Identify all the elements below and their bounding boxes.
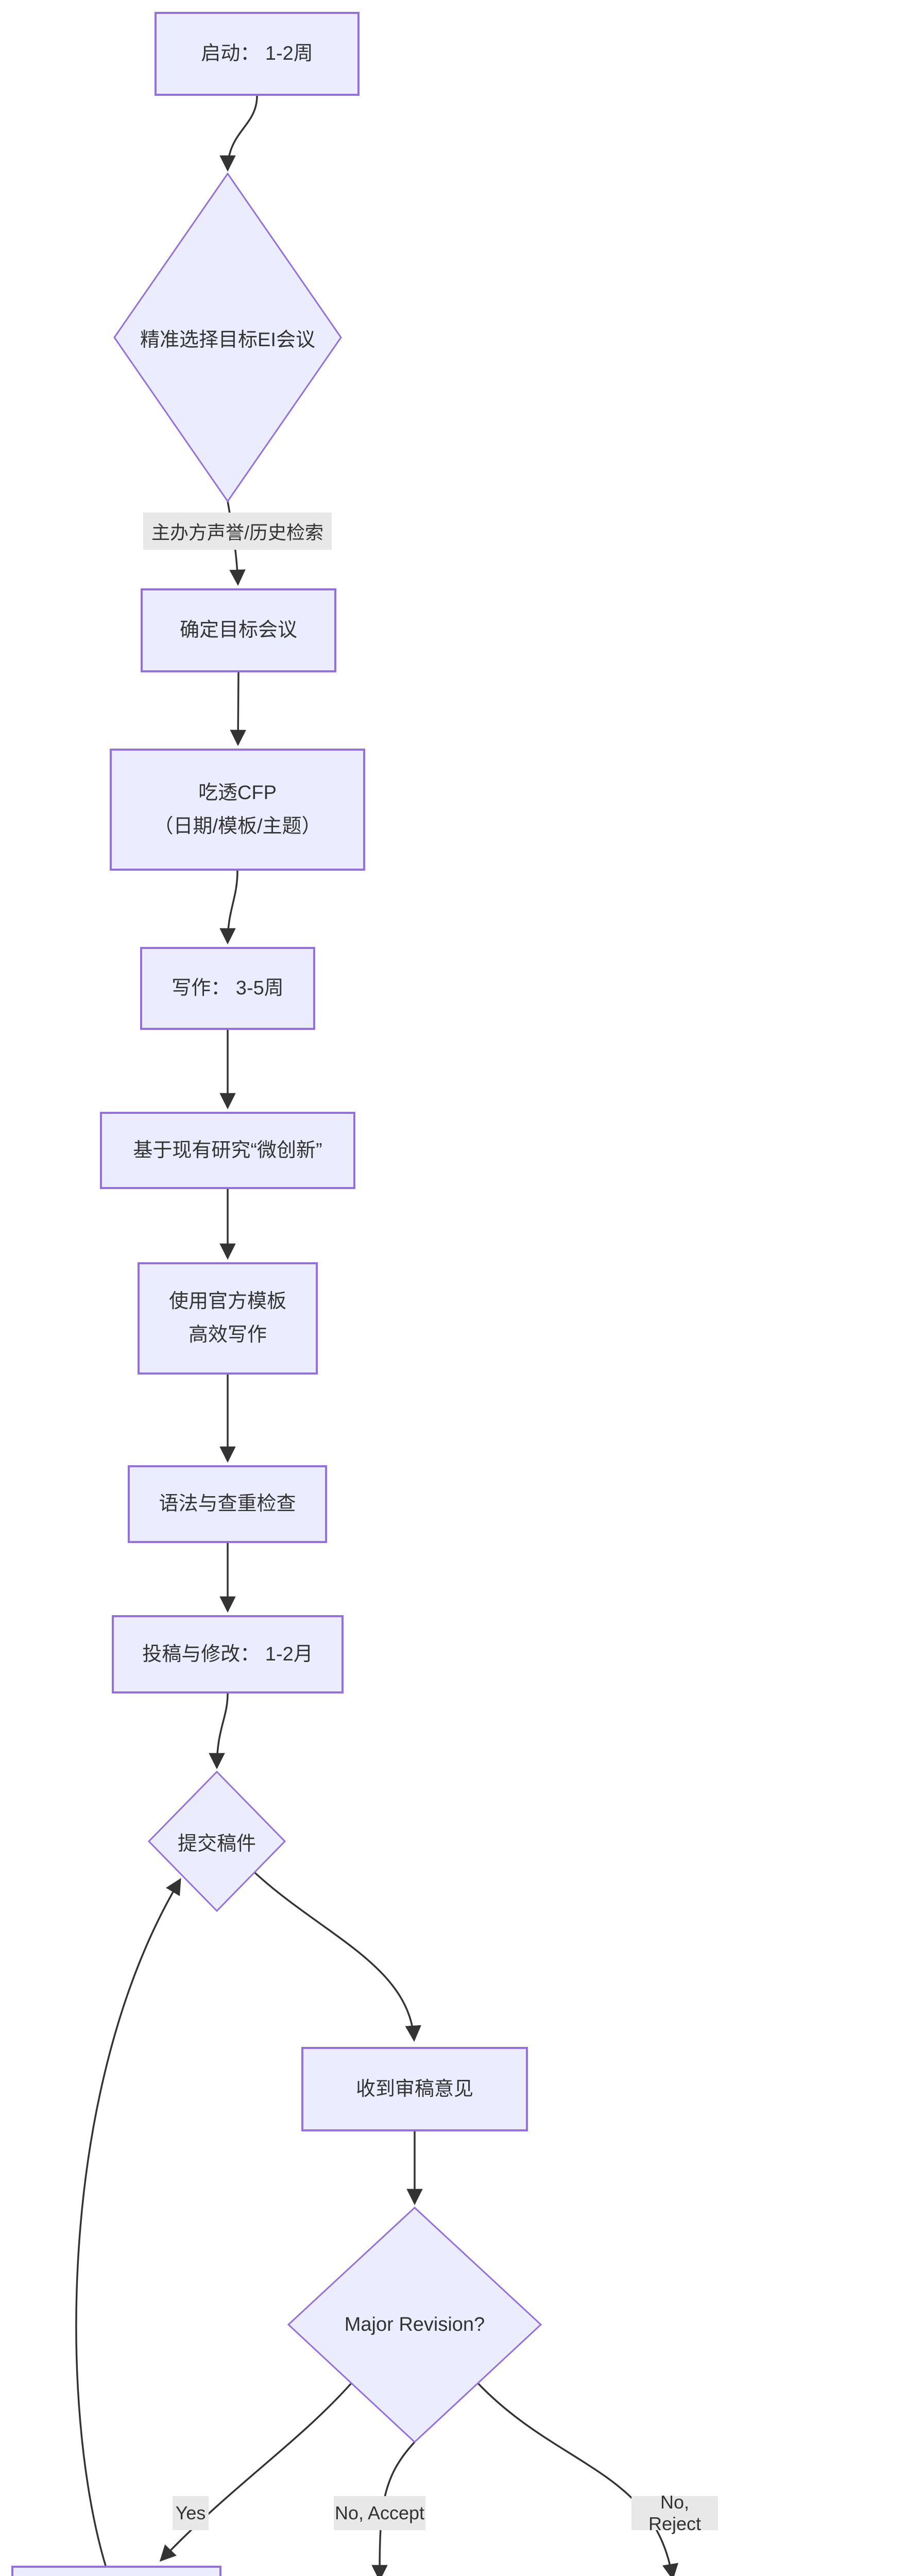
node-confirm-conference: 确定目标会议: [141, 588, 336, 672]
node-submission-phase-label: 投稿与修改： 1-2月: [142, 1643, 313, 1665]
diamond-major-revision-text: Major Revision?: [344, 2313, 485, 2335]
edge-noreject-to-resubmit: [477, 2382, 678, 2576]
node-confirm-conference-label: 确定目标会议: [179, 619, 297, 641]
edge-label-yes: Yes: [173, 2496, 209, 2530]
diamond-submit-manuscript: [147, 1770, 286, 1912]
node-cfp-label: 吃透CFP （日期/模板/主题）: [153, 782, 321, 837]
node-start: 启动： 1-2周: [155, 12, 360, 96]
node-official-template-label: 使用官方模板 高效写作: [168, 1291, 286, 1346]
node-cfp: 吃透CFP （日期/模板/主题）: [110, 749, 365, 871]
diamond-submit-manuscript-text: 提交稿件: [177, 1833, 256, 1855]
node-official-template: 使用官方模板 高效写作: [138, 1262, 318, 1375]
node-grammar-check-label: 语法与查重检查: [159, 1493, 296, 1515]
edge-label-no-reject: No, Reject: [631, 2492, 718, 2534]
node-submission-phase: 投稿与修改： 1-2月: [112, 1615, 344, 1693]
node-grammar-check: 语法与查重检查: [128, 1465, 327, 1543]
diamond-choose-conference-text: 精准选择目标EI会议: [140, 329, 315, 351]
edge-revise-loop-to-submit: [75, 1878, 181, 2566]
node-writing-label: 写作： 3-5周: [172, 977, 284, 999]
diamond-major-revision: [287, 2206, 542, 2444]
diamond-choose-conference: [113, 172, 342, 503]
edge-submitphase-to-submit: [209, 1693, 229, 1770]
edge-label-yes-text: Yes: [175, 2502, 206, 2523]
node-writing: 写作： 3-5周: [140, 947, 315, 1030]
edge-label-no-reject-text: No, Reject: [648, 2492, 702, 2534]
node-micro-innovation: 基于现有研究“微创新”: [100, 1112, 355, 1189]
node-review-comments: 收到审稿意见: [301, 2047, 528, 2131]
node-review-comments-label: 收到审稿意见: [355, 2078, 473, 2100]
edge-start-to-choose: [219, 95, 258, 172]
edge-label-no-accept-text: No, Accept: [334, 2502, 425, 2523]
diamond-submit-manuscript-label: 提交稿件: [150, 1816, 284, 1867]
diamond-choose-conference-label: 精准选择目标EI会议: [125, 309, 331, 366]
edge-submit-to-review: [254, 1872, 421, 2042]
edge-label-no-accept: No, Accept: [334, 2496, 425, 2530]
edge-label-reputation-text: 主办方声誉/历史检索: [151, 522, 323, 543]
edge-label-reputation: 主办方声誉/历史检索: [143, 513, 332, 550]
edge-yes-to-revise: [159, 2382, 352, 2562]
edge-cfp-to-writing: [219, 870, 238, 945]
node-revise-reply: 逐条认真回复 并修改论文: [11, 2566, 221, 2576]
diamond-major-revision-label: Major Revision?: [312, 2299, 518, 2350]
node-start-label: 启动： 1-2周: [201, 43, 313, 65]
node-micro-innovation-label: 基于现有研究“微创新”: [133, 1139, 322, 1161]
